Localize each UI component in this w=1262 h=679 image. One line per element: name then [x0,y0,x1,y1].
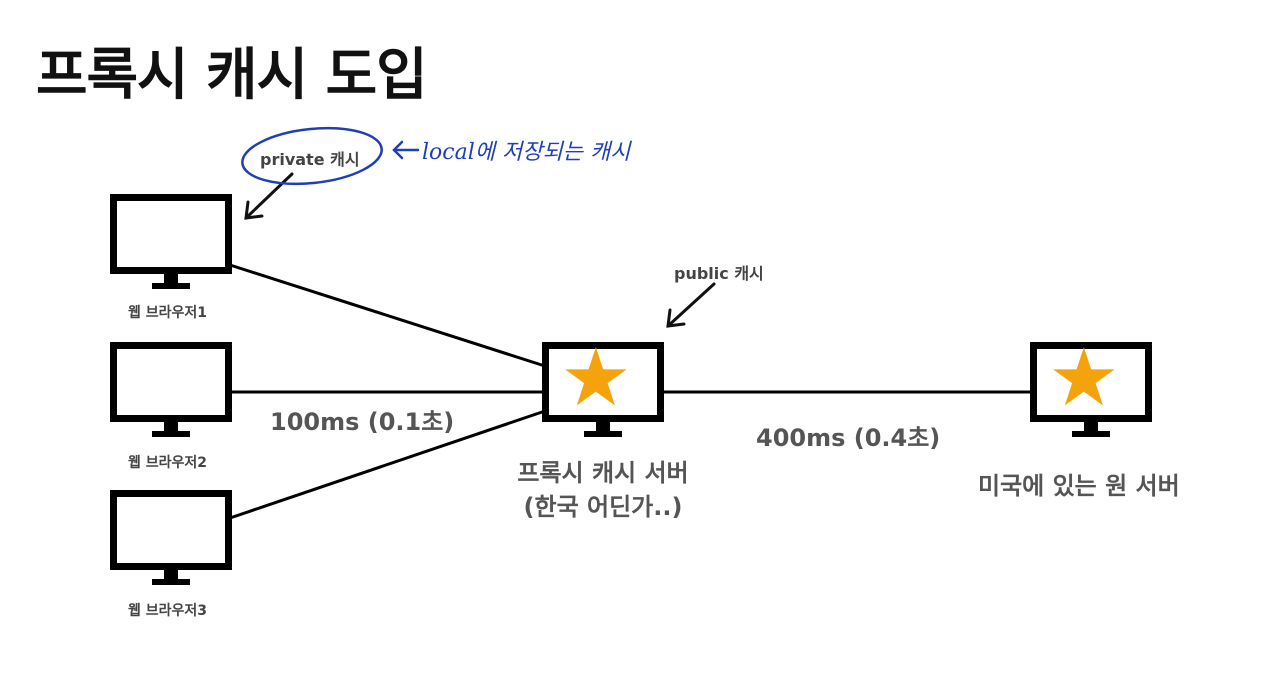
public-cache-label: public 캐시 [674,264,764,283]
handwritten-circle [241,126,383,186]
browser3-monitor-icon [110,490,232,590]
browser1-monitor-icon [110,194,232,294]
origin-label: 미국에 있는 원 서버 [978,472,1180,500]
page-title: 프록시 캐시 도입 [36,43,428,108]
proxy-label: 프록시 캐시 서버 (한국 어딘가..) [470,456,736,524]
private-cache-label: private 캐시 [260,150,360,169]
browser2-monitor-icon [110,342,232,442]
proxy-label-line1: 프록시 캐시 서버 [517,459,689,487]
link-browser1-proxy [229,263,549,369]
browser2-label: 웹 브라우저2 [128,455,208,471]
browser1-label: 웹 브라우저1 [128,305,208,321]
handwritten-arrow [392,140,420,160]
browser3-label: 웹 브라우저3 [128,603,208,619]
origin-monitor-icon: ★ [1030,338,1152,442]
latency-proxy-origin: 400ms (0.4초) [756,424,941,452]
latency-browser-proxy: 100ms (0.1초) [270,408,455,436]
link-browser3-proxy [229,408,549,520]
proxy-monitor-icon: ★ [542,338,664,442]
star-icon: ★ [560,331,632,424]
proxy-label-line2: (한국 어딘가..) [523,493,683,521]
handwritten-note: local에 저장되는 캐시 [422,140,631,165]
star-icon: ★ [1048,331,1120,424]
public-cache-arrow [666,282,716,328]
private-cache-arrow [244,172,294,220]
